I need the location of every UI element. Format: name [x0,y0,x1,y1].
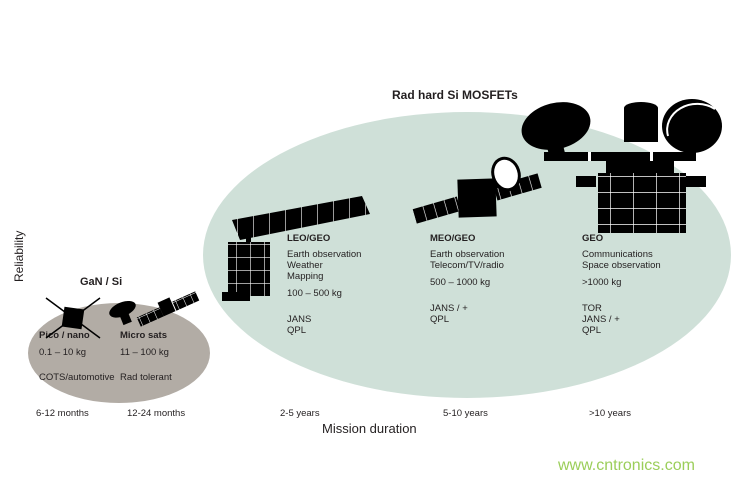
segment-title: GEO [582,233,604,244]
x-tick: 12-24 months [127,408,186,419]
y-axis-label: Reliability [12,230,26,282]
x-tick: 2-5 years [280,408,320,419]
component-grade: COTS/automotive [39,372,115,383]
rad-hard-group-title: Rad hard Si MOSFETs [392,88,518,102]
qualification-list: JANS / + QPL [430,303,570,325]
application-line: Earth observation [287,249,362,260]
leo-satellite-icon [222,196,370,301]
mass-range: 500 – 1000 kg [430,277,491,288]
qualification-line: JANS / + [582,314,620,325]
meo-satellite-icon [412,156,542,224]
mass-range: 11 – 100 kg [120,347,169,358]
mass-range: 100 – 500 kg [287,288,342,299]
leo-geo-column: LEO/GEO Earth observation Weather Mappin… [287,233,427,336]
gan-si-group-ellipse [28,303,210,403]
qualification-line: QPL [582,325,602,336]
application-line: Earth observation [430,249,505,260]
application-line: Space observation [582,260,661,271]
qualification-line: QPL [287,325,307,336]
mass-range: 0.1 – 10 kg [39,347,87,358]
segment-title: Pico / nano [39,330,90,341]
qualification-line: QPL [430,314,450,325]
pico-nano-column: Pico / nano 0.1 – 10 kg COTS/automotive [39,330,121,384]
micro-sats-column: Micro sats 11 – 100 kg Rad tolerant [120,330,202,384]
component-grade: Rad tolerant [120,372,172,383]
x-tick: 6-12 months [36,408,89,419]
gan-si-group-title: GaN / Si [80,276,123,288]
qualification-line: JANS / + [430,303,468,314]
segment-title: LEO/GEO [287,233,331,244]
segment-title: MEO/GEO [430,233,476,244]
x-axis-label: Mission duration [322,421,417,436]
geo-satellite-icon [521,99,722,233]
segment-title: Micro sats [120,330,167,341]
cubesat-icon [45,297,101,339]
application-line: Weather [287,260,323,271]
application-line: Communications [582,249,653,260]
x-tick: 5-10 years [443,408,488,419]
qualification-list: TOR JANS / + QPL [582,303,722,336]
application-line: Telecom/TV/radio [430,260,504,271]
mass-range: >1000 kg [582,277,622,288]
qualification-list: JANS QPL [287,314,427,336]
qualification-line: JANS [287,314,312,325]
x-tick: >10 years [589,408,631,419]
geo-column: GEO Communications Space observation >10… [582,233,722,336]
application-line: Mapping [287,271,324,282]
qualification-line: TOR [582,303,602,314]
small-satellites-icon [109,291,200,327]
meo-geo-column: MEO/GEO Earth observation Telecom/TV/rad… [430,233,570,325]
watermark: www.cntronics.com [558,457,695,474]
